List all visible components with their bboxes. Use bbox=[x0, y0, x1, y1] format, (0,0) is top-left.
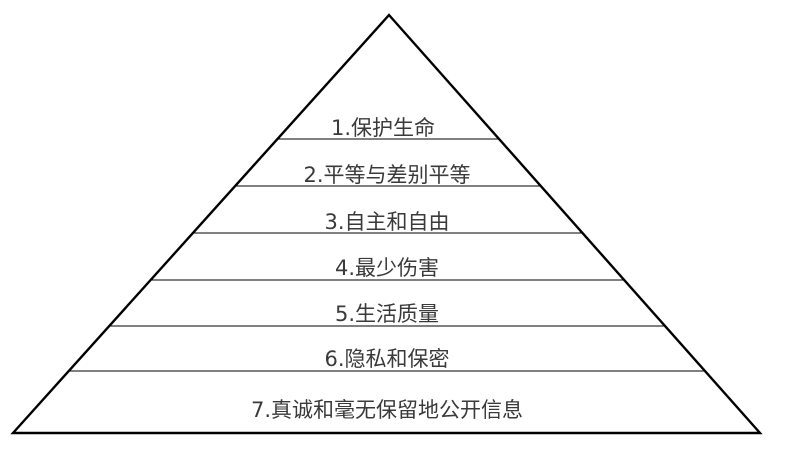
level-3-label: 3.自主和自由 bbox=[324, 210, 449, 234]
level-1-label: 1.保护生命 bbox=[331, 116, 435, 140]
pyramid-outline bbox=[10, 13, 763, 435]
level-2-label: 2.平等与差别平等 bbox=[303, 163, 470, 187]
level-7-label: 7.真诚和毫无保留地公开信息 bbox=[251, 398, 523, 422]
level-6-label: 6.隐私和保密 bbox=[324, 347, 449, 371]
level-4-label: 4.最少伤害 bbox=[335, 256, 439, 280]
level-5-label: 5.生活质量 bbox=[335, 302, 439, 326]
